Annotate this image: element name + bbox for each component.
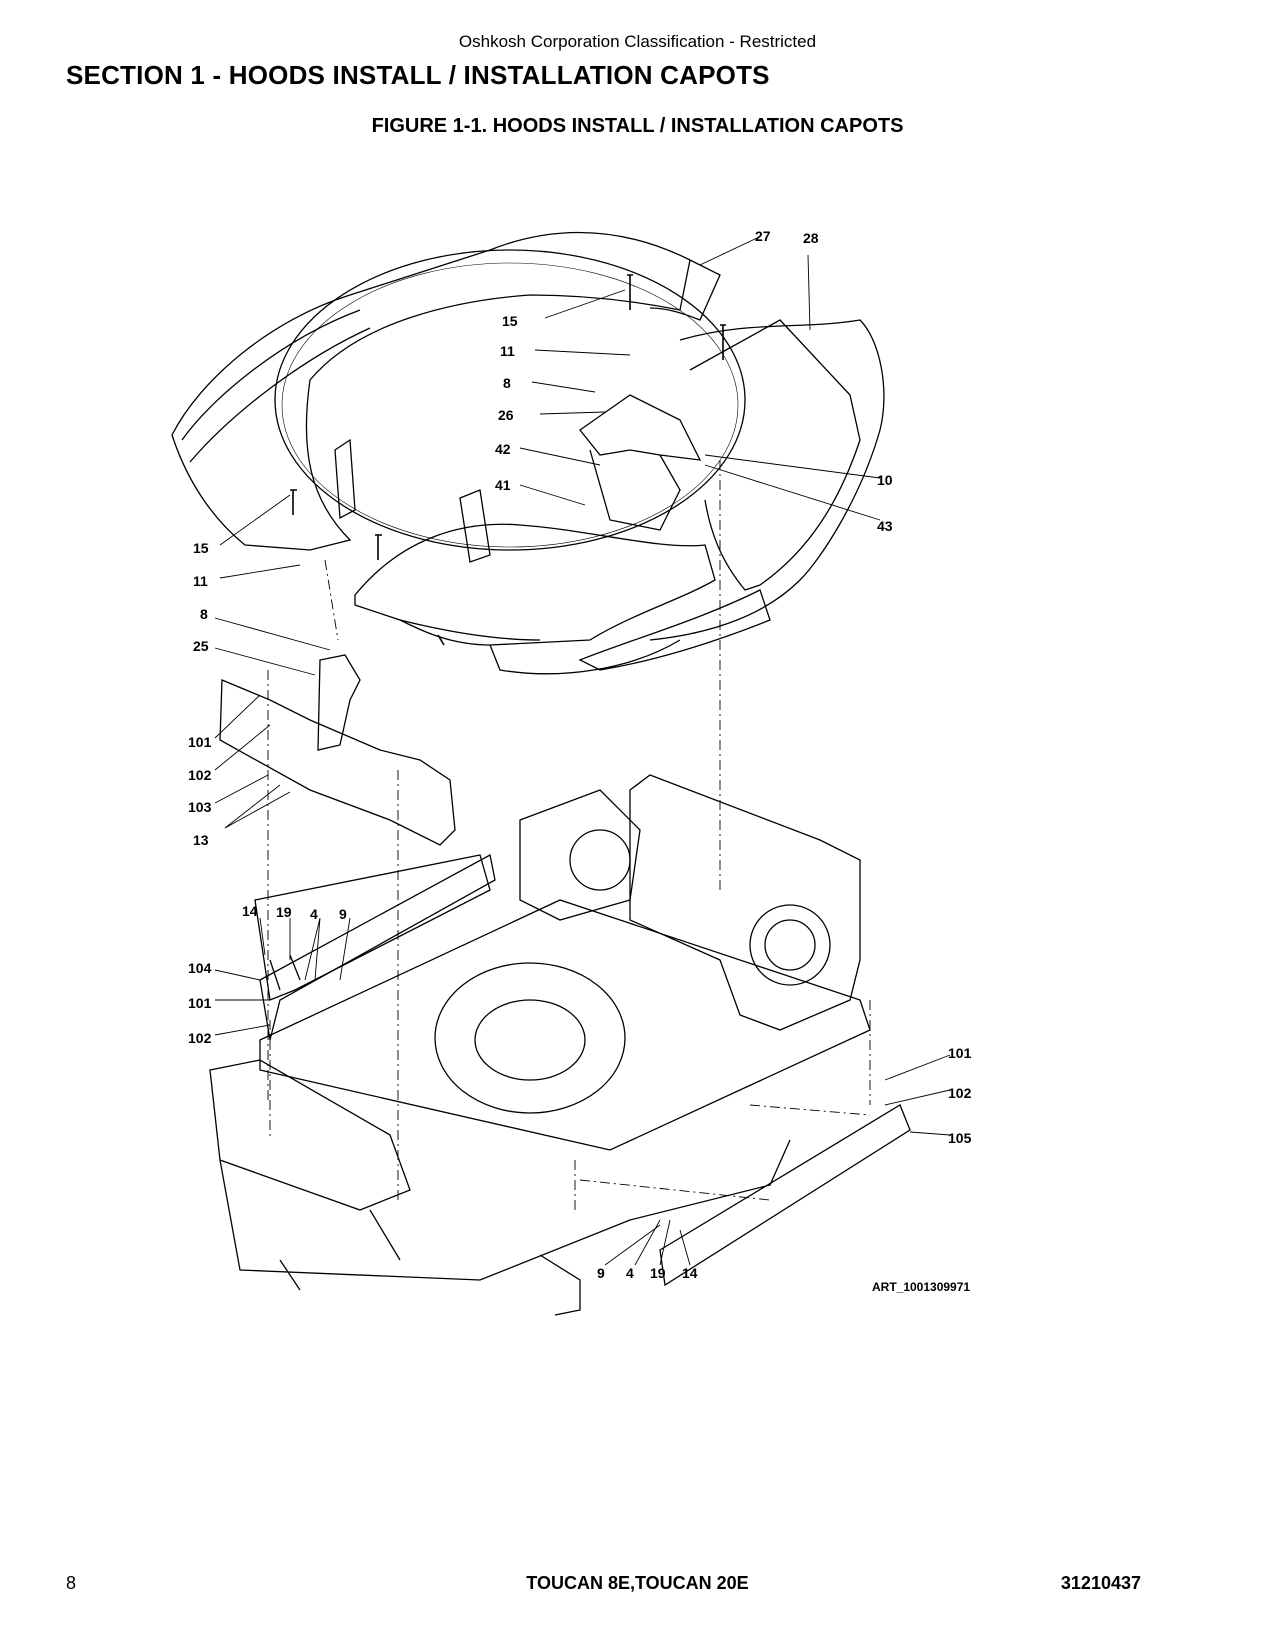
callout-9: 9 [597, 1265, 605, 1281]
callout-102: 102 [948, 1085, 972, 1101]
callout-101: 101 [948, 1045, 972, 1061]
callout-11: 11 [193, 573, 208, 589]
bracket-assembly [219, 654, 491, 1001]
callout-101: 101 [188, 995, 212, 1011]
callout-105: 105 [948, 1130, 972, 1146]
side-panel-105 [659, 1104, 911, 1287]
callout-26: 26 [498, 407, 514, 423]
alignment-lines [267, 460, 871, 1210]
callout-102: 102 [188, 767, 212, 783]
callout-25: 25 [193, 638, 209, 654]
callout-102: 102 [188, 1030, 212, 1046]
callout-8: 8 [503, 375, 511, 391]
callout-101: 101 [188, 734, 212, 750]
section-title: SECTION 1 - HOODS INSTALL / INSTALLATION… [66, 60, 770, 90]
callout-42: 42 [495, 441, 511, 457]
exploded-parts-diagram: 27 28 15 11 8 26 42 41 10 43 15 11 8 25 … [160, 200, 1060, 1380]
chassis-frame [209, 774, 871, 1316]
art-id: ART_1001309971 [872, 1280, 971, 1294]
model-name: TOUCAN 8E,TOUCAN 20E [526, 1573, 749, 1593]
callout-10: 10 [877, 472, 893, 488]
callout-15: 15 [193, 540, 209, 556]
callout-11: 11 [500, 343, 515, 359]
callout-15: 15 [502, 313, 518, 329]
callout-14: 14 [682, 1265, 698, 1281]
callout-43: 43 [877, 518, 893, 534]
document-number: 31210437 [1060, 1573, 1141, 1593]
page-number: 8 [66, 1573, 77, 1593]
side-panel-104 [259, 854, 496, 1041]
callout-104: 104 [188, 960, 212, 976]
callout-4: 4 [626, 1265, 634, 1281]
callout-41: 41 [495, 477, 511, 493]
callout-4: 4 [310, 906, 318, 922]
callout-9: 9 [339, 906, 347, 922]
leader-lines [214, 237, 951, 1266]
callout-13: 13 [193, 832, 209, 848]
classification-banner: Oshkosh Corporation Classification - Res… [458, 32, 817, 51]
callout-19: 19 [650, 1265, 666, 1281]
figure-title: FIGURE 1-1. HOODS INSTALL / INSTALLATION… [371, 115, 904, 137]
hood-assembly [171, 231, 885, 675]
callout-27: 27 [755, 228, 771, 244]
callout-19: 19 [276, 904, 292, 920]
callout-8: 8 [200, 606, 208, 622]
callout-14: 14 [242, 903, 258, 919]
hood-hardware [290, 274, 726, 646]
callout-103: 103 [188, 799, 212, 815]
callout-28: 28 [803, 230, 819, 246]
